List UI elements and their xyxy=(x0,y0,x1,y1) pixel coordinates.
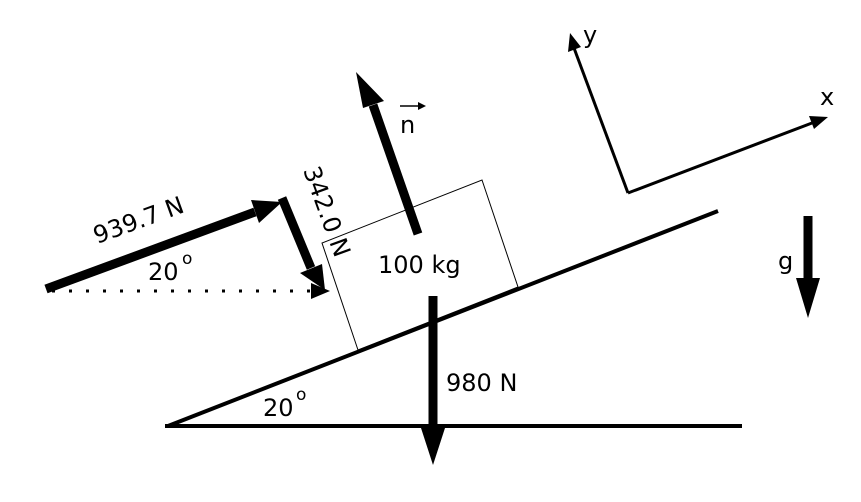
block-outline xyxy=(321,179,519,351)
y-axis-arrowhead xyxy=(568,33,581,52)
force-angle-label: 20 xyxy=(148,258,179,286)
coordinate-axes xyxy=(568,33,828,195)
incline-angle-degree: o xyxy=(296,385,306,405)
mass-label: 100 kg xyxy=(378,251,461,279)
gravity-label: g xyxy=(778,247,793,275)
gravity-arrow xyxy=(796,216,820,318)
force-angle-degree: o xyxy=(182,249,192,269)
incline-surface xyxy=(167,209,719,428)
incline-angle-label: 20 xyxy=(263,394,294,422)
y-axis-label: y xyxy=(583,21,597,49)
y-axis-line xyxy=(572,47,630,194)
x-axis-label: x xyxy=(820,83,834,111)
x-axis-arrowhead xyxy=(809,116,828,129)
applied-force-arrow xyxy=(44,200,282,294)
vector-arrowhead-icon xyxy=(418,102,426,110)
x-axis-line xyxy=(627,121,813,195)
normal-force-arrow xyxy=(356,72,423,236)
weight-arrow xyxy=(421,296,445,465)
normal-vector-label: n xyxy=(400,111,415,139)
normal-vector-label-group: n xyxy=(400,102,426,139)
horizontal-reference xyxy=(52,283,330,299)
weight-label: 980 N xyxy=(446,369,517,397)
perpendicular-component-arrow xyxy=(277,196,325,290)
